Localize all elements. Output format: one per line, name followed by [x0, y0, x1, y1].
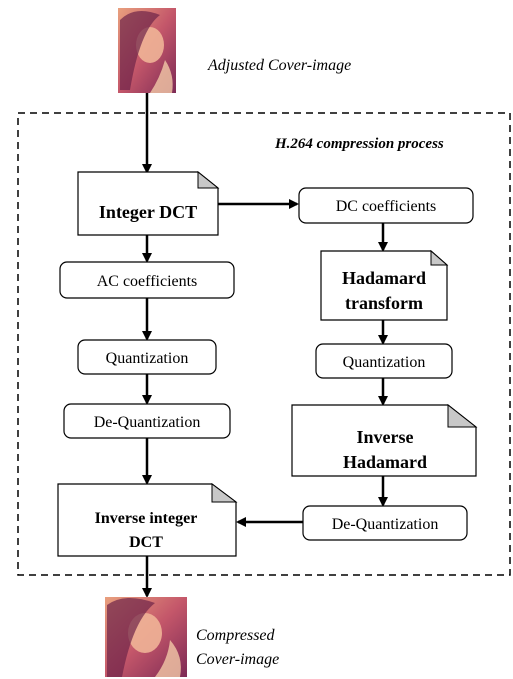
cover-image-top: [118, 8, 176, 93]
quantization-right-label: Quantization: [343, 354, 426, 371]
region-label: H.264 compression process: [274, 136, 444, 152]
dequantization-left-label: De-Quantization: [94, 414, 201, 431]
inverse-hadamard-fold: [447, 403, 478, 428]
hadamard-transform-box: [320, 250, 448, 321]
hadamard-transform-label-2: transform: [345, 293, 423, 313]
dc-coefficients-label: DC coefficients: [336, 198, 437, 215]
dc-coefficients-box: [298, 187, 474, 224]
inverse-hadamard-label-1: Inverse: [357, 427, 414, 447]
inverse-hadamard-box: [291, 404, 477, 477]
inverse-integer-dct-label-2: DCT: [129, 534, 163, 551]
quantization-left-label: Quantization: [106, 350, 189, 367]
cover-image-bottom: [105, 597, 187, 677]
caption-adjusted-cover-image: Adjusted Cover-image: [207, 57, 351, 74]
inverse-integer-dct-fold: [211, 483, 238, 503]
compression-region-border: [17, 112, 511, 576]
hadamard-transform-fold: [430, 249, 449, 266]
inverse-hadamard-label-2: Hadamard: [343, 452, 427, 472]
ac-coefficients-label: AC coefficients: [97, 273, 198, 290]
integer-dct-fold: [197, 170, 220, 189]
inverse-integer-dct-label-1: Inverse integer: [95, 510, 198, 527]
inverse-integer-dct-box: [57, 483, 237, 557]
caption-compressed-line-2: Cover-image: [196, 651, 279, 668]
hadamard-transform-label-1: Hadamard: [342, 268, 426, 288]
integer-dct-box: [77, 171, 219, 236]
integer-dct-label: Integer DCT: [99, 202, 197, 222]
caption-compressed-line-1: Compressed: [196, 627, 276, 644]
dequantization-right-label: De-Quantization: [332, 516, 439, 533]
